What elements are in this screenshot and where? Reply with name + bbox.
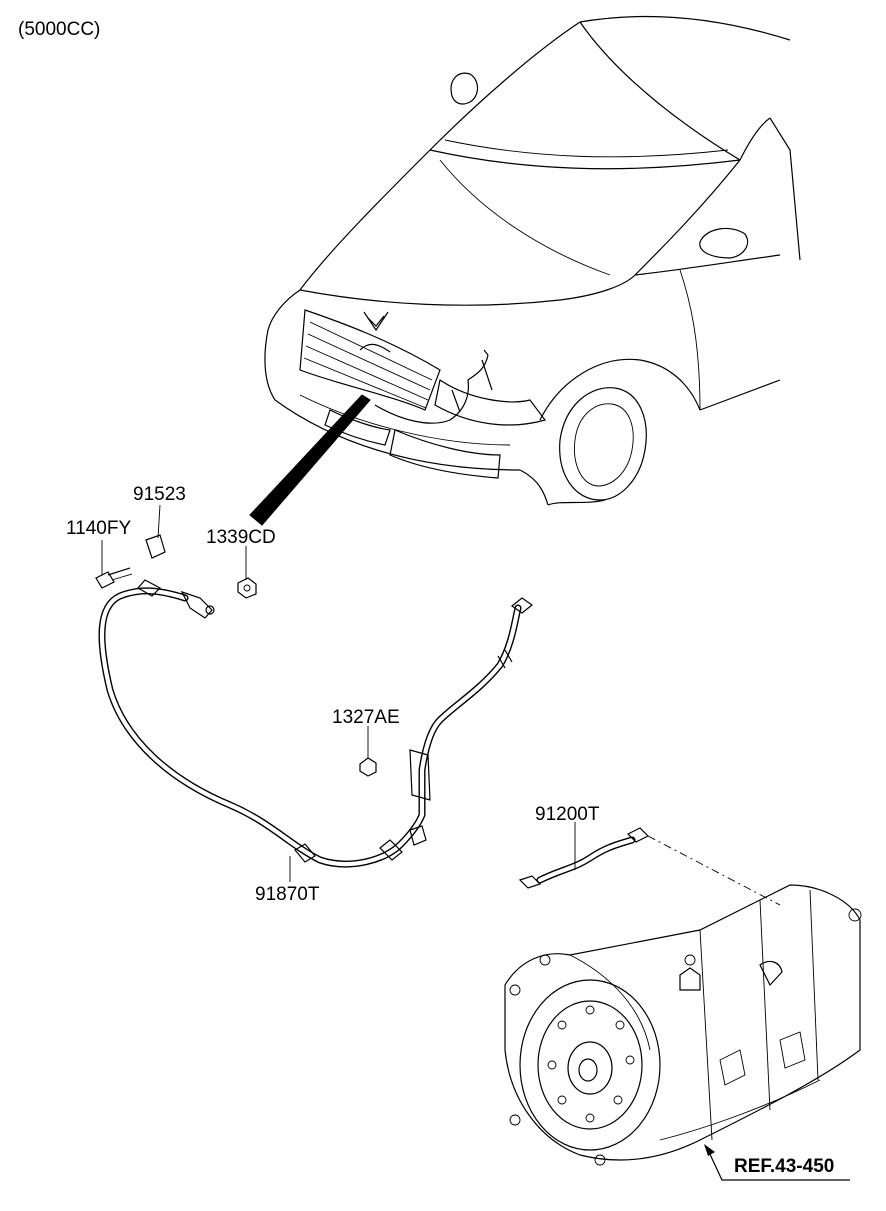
engine-variant-label: (5000CC) bbox=[18, 19, 100, 40]
part-label-91870t: 91870T bbox=[255, 884, 320, 905]
part-label-91523: 91523 bbox=[133, 484, 186, 505]
transmission-illustration bbox=[504, 884, 862, 1181]
part-label-1327ae: 1327AE bbox=[332, 707, 400, 728]
bracket-91523 bbox=[145, 534, 166, 559]
bolt-1140fy bbox=[95, 567, 133, 589]
leader-lines bbox=[101, 504, 576, 882]
reference-label: REF.43-450 bbox=[734, 1156, 834, 1177]
part-label-1140fy: 1140FY bbox=[66, 518, 131, 539]
nut-1327ae bbox=[359, 757, 377, 777]
part-label-91200t: 91200T bbox=[535, 804, 600, 825]
nut-1339cd bbox=[237, 577, 257, 599]
ground-cable-91200t bbox=[518, 827, 781, 906]
car-illustration bbox=[249, 15, 801, 526]
part-label-1339cd: 1339CD bbox=[206, 527, 276, 548]
battery-cable-91870t bbox=[98, 579, 534, 868]
